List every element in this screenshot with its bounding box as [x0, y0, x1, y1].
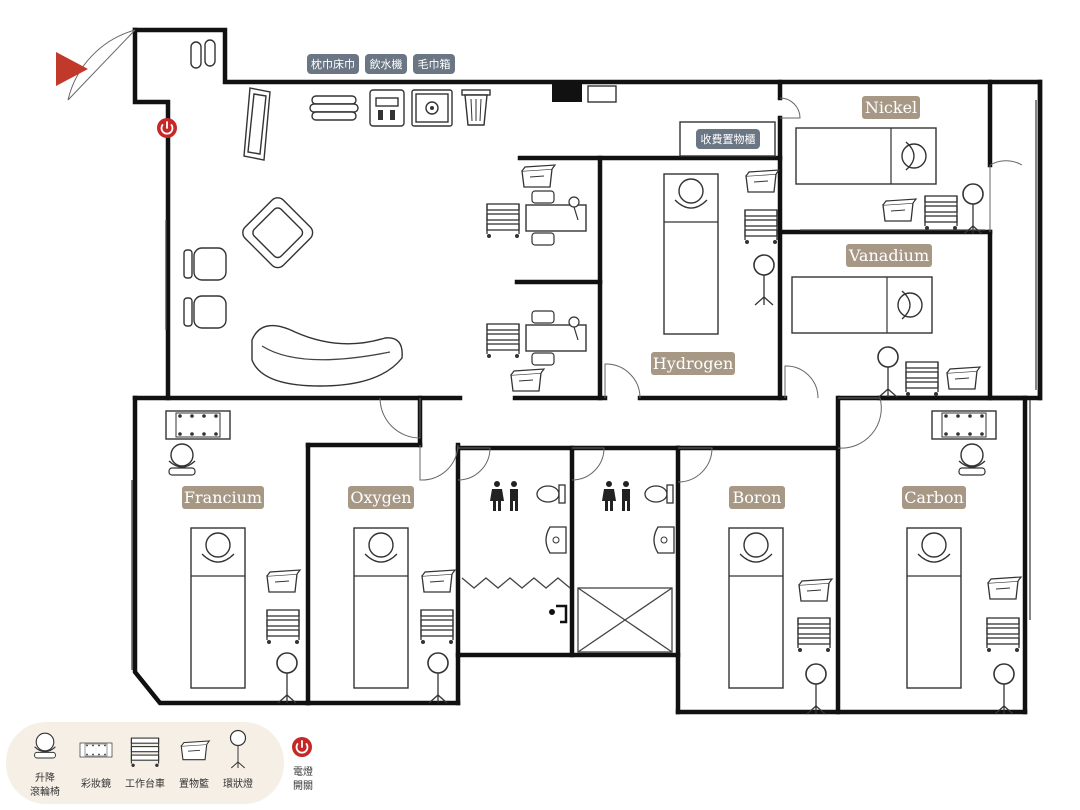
shower-icon: [556, 604, 568, 624]
trash-can-icon: [461, 89, 491, 126]
consult-room-top: [486, 164, 587, 246]
svg-text:彩妝鏡: 彩妝鏡: [81, 777, 111, 790]
room-boron: [728, 527, 833, 715]
svg-text:Vanadium: Vanadium: [848, 246, 929, 265]
legend: 升降 滾輪椅 彩妝鏡 工作台車 置物籃 環狀燈: [6, 722, 284, 804]
svg-text:Nickel: Nickel: [865, 98, 917, 117]
room-label-oxygen[interactable]: Oxygen: [348, 486, 414, 509]
standing-mirror-icon: [243, 87, 271, 161]
armchair-icon: [242, 197, 314, 269]
room-label-francium[interactable]: Francium: [182, 486, 264, 509]
svg-text:開關: 開關: [293, 780, 313, 792]
restroom-left: [461, 481, 571, 624]
svg-text:置物籃: 置物籃: [179, 777, 209, 790]
lobby-chair-icon: [183, 295, 227, 329]
svg-text:電燈: 電燈: [293, 766, 313, 778]
legend-light-switch: 電燈 開關: [291, 736, 313, 792]
cabinet-block: [552, 84, 582, 102]
curved-sofa-icon: [251, 324, 403, 387]
svg-text:收費置物櫃: 收費置物櫃: [701, 132, 756, 146]
room-label-nickel[interactable]: Nickel: [862, 96, 920, 119]
entrance-arrow-icon: [56, 52, 88, 86]
water-dispenser-icon: [369, 89, 405, 127]
room-oxygen: [353, 527, 456, 704]
restroom-sign-icon: [490, 481, 518, 511]
amenity-tag-paid-locker: 收費置物櫃: [696, 129, 760, 149]
consult-room-bottom: [486, 310, 587, 392]
restroom-right: [577, 481, 675, 653]
room-label-hydrogen[interactable]: Hydrogen: [651, 352, 735, 375]
shower-tray: [577, 587, 673, 653]
svg-text:毛巾箱: 毛巾箱: [418, 57, 451, 71]
towels-icon: [309, 95, 359, 121]
room-nickel: [795, 127, 984, 235]
amenity-tag-water-dispenser: 飲水機: [365, 54, 407, 74]
room-vanadium: [791, 276, 981, 398]
wash-basin: [587, 85, 617, 103]
safe-icon: [411, 89, 453, 127]
svg-text:環狀燈: 環狀燈: [223, 777, 253, 790]
svg-text:Carbon: Carbon: [904, 488, 964, 507]
room-label-vanadium[interactable]: Vanadium: [846, 244, 932, 267]
restroom-sign-icon: [602, 481, 630, 511]
svg-text:滾輪椅: 滾輪椅: [30, 785, 60, 798]
svg-text:升降: 升降: [35, 771, 55, 784]
svg-text:Francium: Francium: [184, 488, 262, 507]
lobby-furniture: [183, 39, 617, 387]
amenity-tag-towel-cabinet: 毛巾箱: [413, 54, 455, 74]
room-label-carbon[interactable]: Carbon: [902, 486, 966, 509]
amenity-tag-pillow-towel: 枕巾床巾: [307, 54, 359, 74]
svg-text:Boron: Boron: [733, 488, 782, 507]
light-switch-icon: [291, 736, 313, 758]
room-carbon: [906, 410, 1022, 715]
lobby-chair-icon: [183, 247, 227, 281]
svg-text:Hydrogen: Hydrogen: [653, 354, 734, 373]
room-francium: [165, 410, 301, 704]
room-label-boron[interactable]: Boron: [729, 486, 785, 509]
svg-text:工作台車: 工作台車: [125, 777, 165, 790]
light-switch-icon[interactable]: [156, 117, 178, 139]
svg-text:飲水機: 飲水機: [370, 57, 403, 71]
room-hydrogen: [663, 169, 780, 335]
walls: [131, 27, 1043, 715]
svg-text:枕巾床巾: 枕巾床巾: [311, 57, 355, 71]
slippers-icon: [190, 39, 216, 69]
doors: [67, 29, 1023, 483]
svg-text:Oxygen: Oxygen: [350, 488, 411, 507]
